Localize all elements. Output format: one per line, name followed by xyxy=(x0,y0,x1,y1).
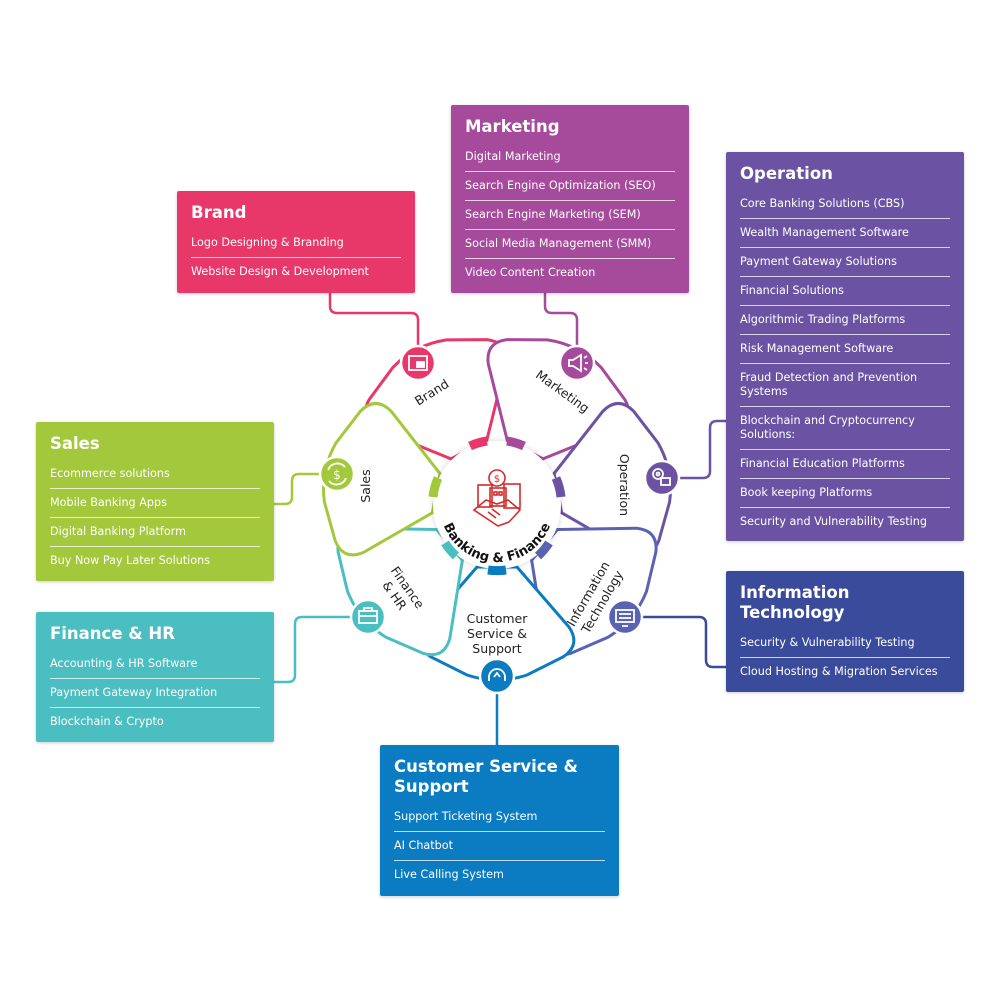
list-item[interactable]: Blockchain and Cryptocurrency Solutions: xyxy=(740,407,950,450)
bank-handshake-icon: $ xyxy=(472,469,522,527)
svg-text:$: $ xyxy=(494,474,500,485)
petal-label-sales: Sales xyxy=(358,469,373,502)
connector-brand xyxy=(328,293,420,348)
list-item[interactable]: Video Content Creation xyxy=(465,266,596,279)
list-item[interactable]: Live Calling System xyxy=(394,868,504,881)
it-box: Information Technology Security & Vulner… xyxy=(726,571,964,692)
list-item[interactable]: Security and Vulnerability Testing xyxy=(740,515,927,528)
connector-it xyxy=(640,615,726,669)
list-item[interactable]: Security & Vulnerability Testing xyxy=(740,629,950,658)
operation-box-title: Operation xyxy=(740,164,833,183)
list-item[interactable]: Payment Gateway Integration xyxy=(50,679,260,708)
fhr-icon-circle[interactable] xyxy=(349,598,387,636)
fhr-box-title: Finance & HR xyxy=(50,624,175,643)
petal-label-operation: Operation xyxy=(617,454,632,516)
list-item[interactable]: Digital Banking Platform xyxy=(50,518,260,547)
arc-operation xyxy=(551,476,566,498)
fhr-box: Finance & HR Accounting & HR Software Pa… xyxy=(36,612,274,742)
list-item[interactable]: Financial Solutions xyxy=(740,277,950,306)
connector-operation xyxy=(678,419,726,480)
list-item[interactable]: Accounting & HR Software xyxy=(50,650,260,679)
list-item[interactable]: Risk Management Software xyxy=(740,335,950,364)
monitor-icon xyxy=(615,609,635,627)
cs-box: Customer Service & Support Support Ticke… xyxy=(380,745,619,896)
gears-icon xyxy=(652,468,671,486)
list-item[interactable]: Fraud Detection and Prevention Systems xyxy=(740,364,950,407)
arc-cs xyxy=(487,565,507,576)
megaphone-icon xyxy=(568,353,588,373)
connector-fhr xyxy=(274,615,353,684)
list-item[interactable]: Social Media Management (SMM) xyxy=(465,230,675,259)
arc-fhr xyxy=(441,540,460,560)
list-item[interactable]: Wealth Management Software xyxy=(740,219,950,248)
list-item[interactable]: Financial Education Platforms xyxy=(740,450,950,479)
arc-sales xyxy=(428,476,443,498)
cs-icon-circle[interactable] xyxy=(478,657,516,695)
marketing-icon-circle[interactable] xyxy=(558,344,596,382)
list-item[interactable]: Book keeping Platforms xyxy=(740,479,950,508)
list-item[interactable]: Digital Marketing xyxy=(465,143,675,172)
list-item[interactable]: Cloud Hosting & Migration Services xyxy=(740,665,938,678)
it-box-title: Information Technology xyxy=(740,583,850,622)
arc-marketing xyxy=(506,436,526,451)
list-item[interactable]: Algorithmic Trading Platforms xyxy=(740,306,950,335)
it-icon-circle[interactable] xyxy=(606,598,644,636)
briefcase-icon xyxy=(358,607,378,624)
petal-label-cs-line1: Customer xyxy=(467,611,529,626)
list-item[interactable]: AI Chatbot xyxy=(394,832,605,861)
list-item[interactable]: Logo Designing & Branding xyxy=(191,229,401,258)
sales-box-title: Sales xyxy=(50,434,100,453)
marketing-box-title: Marketing xyxy=(465,117,560,136)
petal-label-cs-line3: Support xyxy=(472,641,522,656)
list-item[interactable]: Mobile Banking Apps xyxy=(50,489,260,518)
cs-box-title: Customer Service & Support xyxy=(394,757,578,796)
list-item[interactable]: Payment Gateway Solutions xyxy=(740,248,950,277)
headset-icon xyxy=(488,668,506,681)
list-item[interactable]: Search Engine Marketing (SEM) xyxy=(465,201,675,230)
list-item[interactable]: Support Ticketing System xyxy=(394,803,605,832)
arc-brand xyxy=(468,436,488,451)
operation-box: Operation Core Banking Solutions (CBS) W… xyxy=(726,152,964,541)
browser-window-icon xyxy=(408,355,428,371)
marketing-box: Marketing Digital Marketing Search Engin… xyxy=(451,105,689,293)
list-item[interactable]: Blockchain & Crypto xyxy=(50,715,164,728)
center-hub xyxy=(433,441,561,569)
connector-marketing xyxy=(543,293,579,348)
dollar-cycle-icon: $ xyxy=(327,462,347,486)
list-item[interactable]: Search Engine Optimization (SEO) xyxy=(465,172,675,201)
brand-box-title: Brand xyxy=(191,203,247,222)
list-item[interactable]: Website Design & Development xyxy=(191,265,369,278)
svg-text:$: $ xyxy=(333,468,341,482)
arc-it xyxy=(534,540,553,560)
list-item[interactable]: Buy Now Pay Later Solutions xyxy=(50,554,211,567)
connector-sales xyxy=(274,472,322,506)
list-item[interactable]: Core Banking Solutions (CBS) xyxy=(740,190,950,219)
sales-box: Sales Ecommerce solutions Mobile Banking… xyxy=(36,422,274,581)
list-item[interactable]: Ecommerce solutions xyxy=(50,460,260,489)
sales-icon-circle[interactable] xyxy=(318,455,356,493)
petal-label-cs-line2: Service & xyxy=(467,626,527,641)
